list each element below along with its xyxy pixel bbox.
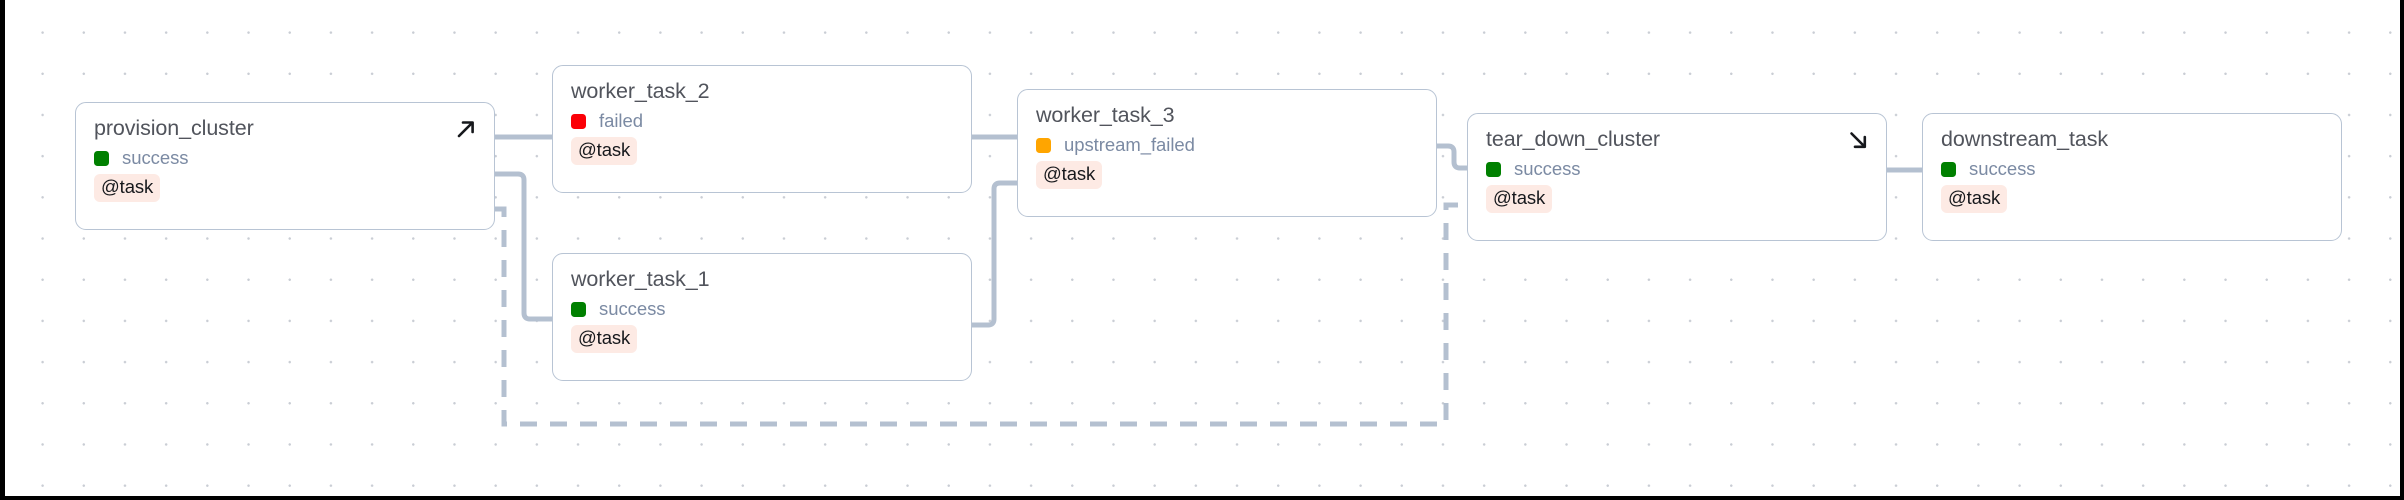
edge-layer xyxy=(495,134,1922,427)
task-type-badge: @task xyxy=(571,137,638,165)
task-node-title: tear_down_cluster xyxy=(1486,127,1660,151)
task-node-worker_task_1[interactable]: worker_task_1 success @task xyxy=(552,253,972,381)
task-type-badge: @task xyxy=(1486,185,1553,213)
task-node-status: success xyxy=(94,147,476,169)
task-node-worker_task_2[interactable]: worker_task_2 failed @task xyxy=(552,65,972,193)
task-node-title: provision_cluster xyxy=(94,116,254,140)
status-label: success xyxy=(1969,158,2036,180)
edge-worker_task_1-worker_task_3 xyxy=(972,180,1017,328)
task-node-status: success xyxy=(571,298,953,320)
task-node-status: success xyxy=(1486,158,1868,180)
task-node-status: success xyxy=(1941,158,2323,180)
task-node-status: upstream_failed xyxy=(1036,134,1418,156)
task-type-badge: @task xyxy=(94,174,161,202)
task-node-title: downstream_task xyxy=(1941,127,2108,151)
status-swatch-success xyxy=(1486,161,1501,177)
task-node-status: failed xyxy=(571,110,953,132)
status-swatch-success xyxy=(1941,161,1956,177)
edge-provision_cluster-worker_task_1 xyxy=(495,171,552,322)
status-swatch-success xyxy=(94,150,109,166)
task-type-badge: @task xyxy=(1941,185,2008,213)
dot-grid-background xyxy=(5,0,2400,496)
task-node-title: worker_task_3 xyxy=(1036,103,1175,127)
task-node-provision_cluster[interactable]: provision_cluster success @task xyxy=(75,102,495,230)
status-label: success xyxy=(122,147,189,169)
edge-worker_task_3-tear_down_cluster xyxy=(1437,143,1467,171)
status-swatch-upstream-failed xyxy=(1036,137,1051,153)
task-node-title: worker_task_1 xyxy=(571,267,710,291)
status-label: success xyxy=(1514,158,1581,180)
task-type-badge: @task xyxy=(1036,161,1103,189)
status-label: success xyxy=(599,298,666,320)
task-type-badge: @task xyxy=(571,325,638,353)
status-label: failed xyxy=(599,110,643,132)
task-node-downstream_task[interactable]: downstream_task success @task xyxy=(1922,113,2342,241)
status-swatch-success xyxy=(571,301,586,317)
arrow-up-right-icon[interactable] xyxy=(453,116,479,142)
status-swatch-failed xyxy=(571,113,586,129)
status-label: upstream_failed xyxy=(1064,134,1195,156)
task-node-tear_down_cluster[interactable]: tear_down_cluster success @task xyxy=(1467,113,1887,241)
task-node-worker_task_3[interactable]: worker_task_3 upstream_failed @task xyxy=(1017,89,1437,217)
arrow-down-right-icon[interactable] xyxy=(1845,127,1871,153)
task-node-title: worker_task_2 xyxy=(571,79,710,103)
